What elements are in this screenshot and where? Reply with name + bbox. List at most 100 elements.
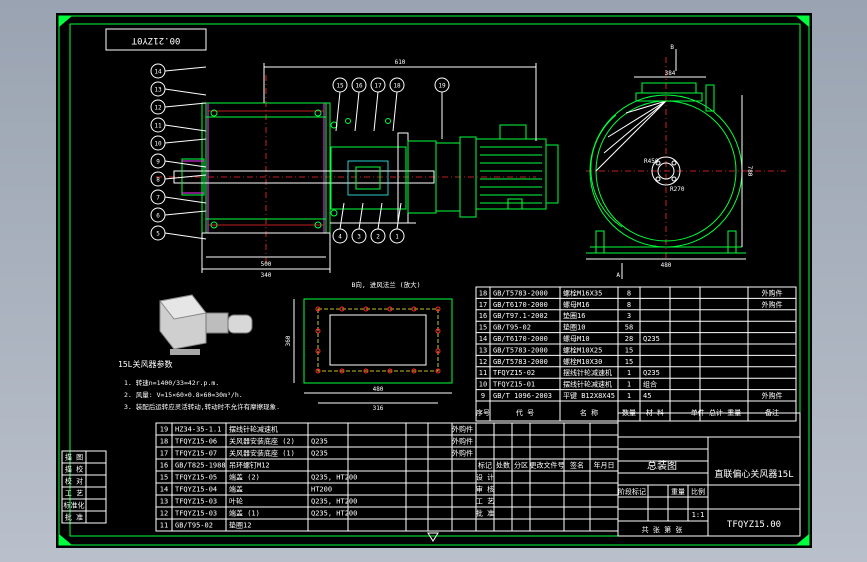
stamp-row-label: 描 图: [65, 453, 83, 462]
svg-text:45: 45: [643, 392, 651, 400]
svg-text:3: 3: [357, 234, 361, 241]
svg-text:平键 B12X8X45: 平键 B12X8X45: [563, 391, 615, 400]
svg-text:13: 13: [160, 498, 168, 506]
svg-text:垫圈12: 垫圈12: [229, 521, 251, 530]
svg-text:端盖 (1): 端盖 (1): [229, 509, 260, 518]
svg-text:18: 18: [393, 83, 401, 90]
svg-text:15: 15: [625, 358, 633, 366]
stamp-text: 00.21ZY0T: [131, 35, 180, 45]
leader-balloon: 10: [150, 135, 207, 151]
front-view: 610 500 340: [156, 59, 559, 279]
svg-text:叶轮: 叶轮: [229, 497, 243, 506]
svg-text:组合: 组合: [643, 380, 657, 389]
cad-drawing: 00.21ZY0T: [58, 15, 810, 546]
dim-left-inner: 340: [261, 272, 272, 279]
leader-balloon: 3: [351, 202, 367, 244]
svg-text:16: 16: [479, 312, 487, 320]
leader-balloon: 8: [150, 171, 207, 187]
svg-text:外购件: 外购件: [762, 300, 783, 309]
svg-text:螺母M10: 螺母M10: [563, 334, 590, 343]
svg-text:18: 18: [479, 289, 487, 297]
svg-text:GB/T5783-2000: GB/T5783-2000: [493, 289, 548, 297]
svg-text:GB/T 1096-2003: GB/T 1096-2003: [493, 392, 552, 400]
svg-text:TFQYZ15-04: TFQYZ15-04: [175, 486, 217, 494]
corner-mark-tr: [796, 16, 809, 27]
svg-text:摆线针轮减速机: 摆线针轮减速机: [229, 425, 278, 434]
tech-notes: 15L关风器参数 1. 转速n=1400/33=42r.p.m. 2. 风量: …: [118, 359, 280, 411]
svg-text:GB/T95-02: GB/T95-02: [175, 522, 213, 530]
leader-balloon: 13: [150, 81, 207, 97]
stamp-row-label: 批 准: [65, 513, 83, 522]
svg-text:15: 15: [160, 474, 168, 482]
svg-text:TFQYZ15-03: TFQYZ15-03: [175, 498, 217, 506]
centering-mark-bottom: [427, 532, 439, 542]
dim-radius-2: R270: [670, 186, 685, 193]
sign-header-cell: 标记: [478, 461, 492, 470]
dim-overall-width: 610: [395, 59, 406, 66]
svg-text:吊环螺钉M12: 吊环螺钉M12: [229, 461, 270, 470]
svg-text:11: 11: [479, 369, 487, 377]
svg-text:序号: 序号: [476, 408, 490, 417]
sign-header-cell: 签名: [570, 461, 584, 470]
svg-text:10: 10: [479, 381, 487, 389]
drawing-number: TFQYZ15.00: [727, 520, 781, 530]
corner-mark-tl: [59, 16, 72, 27]
svg-text:1: 1: [627, 369, 631, 377]
outer-frame: [58, 15, 810, 546]
dim-right-height: 780: [746, 166, 753, 177]
notes-line-1: 1. 转速n=1400/33=42r.p.m.: [124, 378, 219, 387]
svg-text:Q235, HT200: Q235, HT200: [311, 510, 357, 518]
dim-flange-width: 480: [373, 386, 384, 393]
svg-text:名 称: 名 称: [580, 408, 598, 417]
svg-text:螺栓M10X30: 螺栓M10X30: [563, 357, 602, 366]
sign-row-label: 工 艺: [476, 498, 494, 506]
svg-text:GB/T6170-2000: GB/T6170-2000: [493, 301, 548, 309]
svg-text:19: 19: [160, 426, 168, 434]
sign-header-cell: 分区: [514, 461, 528, 470]
svg-text:Q235: Q235: [311, 450, 328, 458]
leader-balloon: 17: [370, 77, 386, 132]
scale-value: 1:1: [692, 511, 705, 519]
svg-text:外购件: 外购件: [452, 449, 473, 458]
svg-text:GB/T825-1988: GB/T825-1988: [175, 462, 226, 470]
svg-text:6: 6: [156, 213, 160, 220]
svg-text:TFQYZ15-06: TFQYZ15-06: [175, 438, 217, 446]
svg-text:GB/T5783-2000: GB/T5783-2000: [493, 346, 548, 354]
svg-text:外购件: 外购件: [762, 288, 783, 297]
svg-text:GB/T6170-2000: GB/T6170-2000: [493, 335, 548, 343]
sign-row-label: 批 准: [476, 509, 494, 518]
flange-title: B向, 进风法兰 (放大): [352, 280, 421, 289]
svg-text:17: 17: [374, 83, 382, 90]
svg-text:14: 14: [479, 335, 487, 343]
sign-header-cell: 更改文件号: [530, 461, 565, 470]
sign-row-label: 设 计: [476, 473, 494, 482]
svg-text:16: 16: [355, 83, 363, 90]
flange-detail: B向, 进风法兰 (放大) 480 316 360: [285, 280, 453, 412]
svg-text:外购件: 外购件: [452, 425, 473, 434]
svg-text:5: 5: [156, 231, 160, 238]
svg-text:TFQYZ15-03: TFQYZ15-03: [175, 510, 217, 518]
drawing-sheet: 00.21ZY0T: [56, 13, 812, 548]
view-mark-b: B: [670, 44, 674, 51]
svg-text:12: 12: [479, 358, 487, 366]
svg-text:Q235: Q235: [643, 335, 660, 343]
svg-text:垫圈16: 垫圈16: [563, 311, 585, 320]
svg-text:TFQYZ15-01: TFQYZ15-01: [493, 381, 535, 389]
svg-text:1: 1: [395, 234, 399, 241]
svg-text:GB/T5783-2000: GB/T5783-2000: [493, 358, 548, 366]
svg-text:外购件: 外购件: [762, 391, 783, 400]
svg-text:摆线针轮减速机: 摆线针轮减速机: [563, 380, 612, 389]
